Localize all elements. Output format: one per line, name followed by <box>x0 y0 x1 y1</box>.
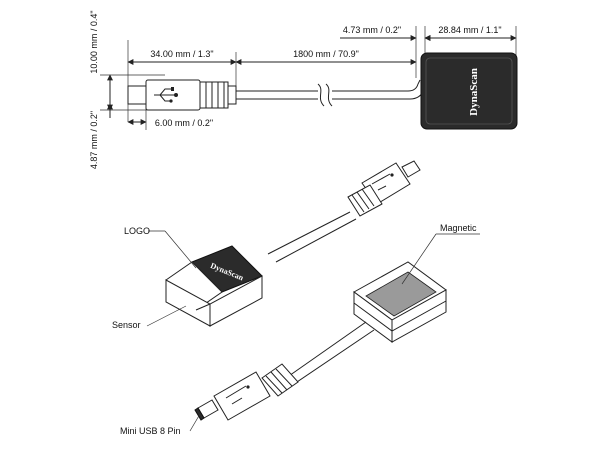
sensor-box: DynaScan <box>165 245 263 327</box>
dim-plug-depth: 6.00 mm / 0.2" <box>155 118 213 128</box>
mini-usb-plug-side <box>127 79 237 111</box>
callout-logo: LOGO <box>124 226 150 236</box>
sensor-assembly-perspective: DynaScan LOGO Sensor <box>112 160 421 330</box>
callout-mini-usb: Mini USB 8 Pin <box>120 426 181 436</box>
mini-usb-plug-lower <box>194 363 299 421</box>
dim-gap-length: 4.73 mm / 0.2" <box>343 25 401 35</box>
dim-cable-length: 1800 mm / 70.9" <box>293 49 359 59</box>
dim-plug-height: 4.87 mm / 0.2" <box>89 111 99 169</box>
mini-usb-plug-upper <box>347 160 421 217</box>
callout-magnetic: Magnetic <box>440 223 477 233</box>
magnetic-sensor-perspective: Magnetic Mini USB 8 Pin <box>120 223 480 436</box>
dim-sensor-width: 28.84 mm / 1.1" <box>438 25 501 35</box>
dimensioned-side-view: 34.00 mm / 1.3" 1800 mm / 70.9" 4.73 mm … <box>89 10 518 169</box>
dim-connector-height: 10.00 mm / 0.4" <box>89 10 99 73</box>
callout-sensor: Sensor <box>112 320 141 330</box>
dim-left-length: 34.00 mm / 1.3" <box>150 49 213 59</box>
usb-symbol-icon <box>154 88 176 102</box>
sensor-top-view: DynaScan <box>420 52 518 130</box>
cable-side <box>236 79 427 107</box>
sensor-logo-text: DynaScan <box>468 68 480 116</box>
magnetic-box <box>353 261 447 343</box>
